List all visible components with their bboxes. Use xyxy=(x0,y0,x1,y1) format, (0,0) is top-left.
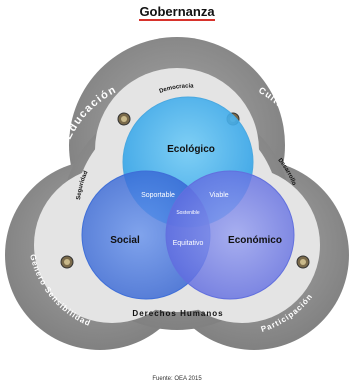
label-equitativo: Equitativo xyxy=(173,240,204,247)
label-social: Social xyxy=(110,235,140,246)
venn-circles xyxy=(81,96,295,300)
label-sostenible: Sostenible xyxy=(176,210,200,216)
inner-label-top: Democracia xyxy=(159,84,195,95)
label-ecologico: Ecológico xyxy=(167,144,215,155)
label-viable: Viable xyxy=(209,192,228,199)
diagram-title: Gobernanza xyxy=(139,4,215,21)
emblem-icon xyxy=(117,112,131,126)
emblem-icon xyxy=(60,255,74,269)
label-economico: Económico xyxy=(228,235,282,246)
circle-economico xyxy=(165,170,295,300)
source-caption: Fuente: OEA 2015 xyxy=(152,376,202,382)
label-soportable: Soportable xyxy=(141,192,175,199)
emblem-icon xyxy=(296,255,310,269)
inner-label-bottom: Derechos Humanos xyxy=(132,309,223,318)
